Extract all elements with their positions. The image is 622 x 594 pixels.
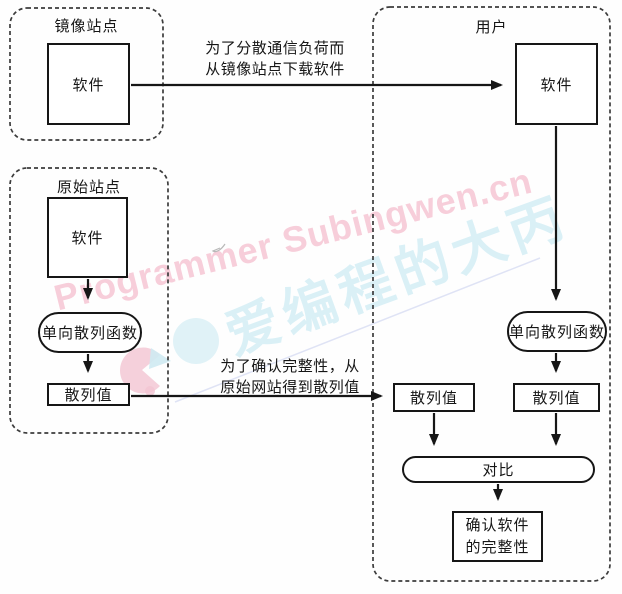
user-hash-value-from-origin-box: 散列值: [393, 383, 475, 412]
watermark-triangle: [149, 348, 171, 369]
user-hash-value-computed-box: 散列值: [513, 383, 600, 412]
result-line1: 确认软件: [465, 516, 530, 534]
origin-site-title: 原始站点: [56, 179, 121, 196]
result-box: 确认软件 的完整性: [452, 511, 543, 562]
download-edge-label: 为了分散通信负荷而 从镜像站点下载软件: [181, 38, 369, 81]
mirror-site-title: 镜像站点: [54, 18, 119, 35]
compare-node: 对比: [402, 456, 595, 483]
get-hash-edge-label-line1: 为了确认完整性，从: [220, 358, 360, 375]
get-hash-edge-label-line2: 原始网站得到散列值: [220, 379, 360, 397]
result-line2: 的完整性: [465, 538, 530, 556]
watermark-dot: [145, 386, 155, 396]
get-hash-edge-label: 为了确认完整性，从 原始网站得到散列值: [196, 356, 384, 399]
user-hash-function-node: 单向散列函数: [507, 311, 607, 352]
origin-software-box: 软件: [47, 197, 128, 278]
user-software-box: 软件: [515, 43, 598, 125]
mirror-software-box: 软件: [47, 43, 130, 125]
origin-hash-value-box: 散列值: [47, 383, 130, 406]
download-edge-label-line2: 从镜像站点下载软件: [205, 61, 345, 79]
download-edge-label-line1: 为了分散通信负荷而: [205, 40, 345, 57]
origin-hash-function-node: 单向散列函数: [38, 312, 142, 353]
user-title: 用户: [475, 19, 508, 36]
